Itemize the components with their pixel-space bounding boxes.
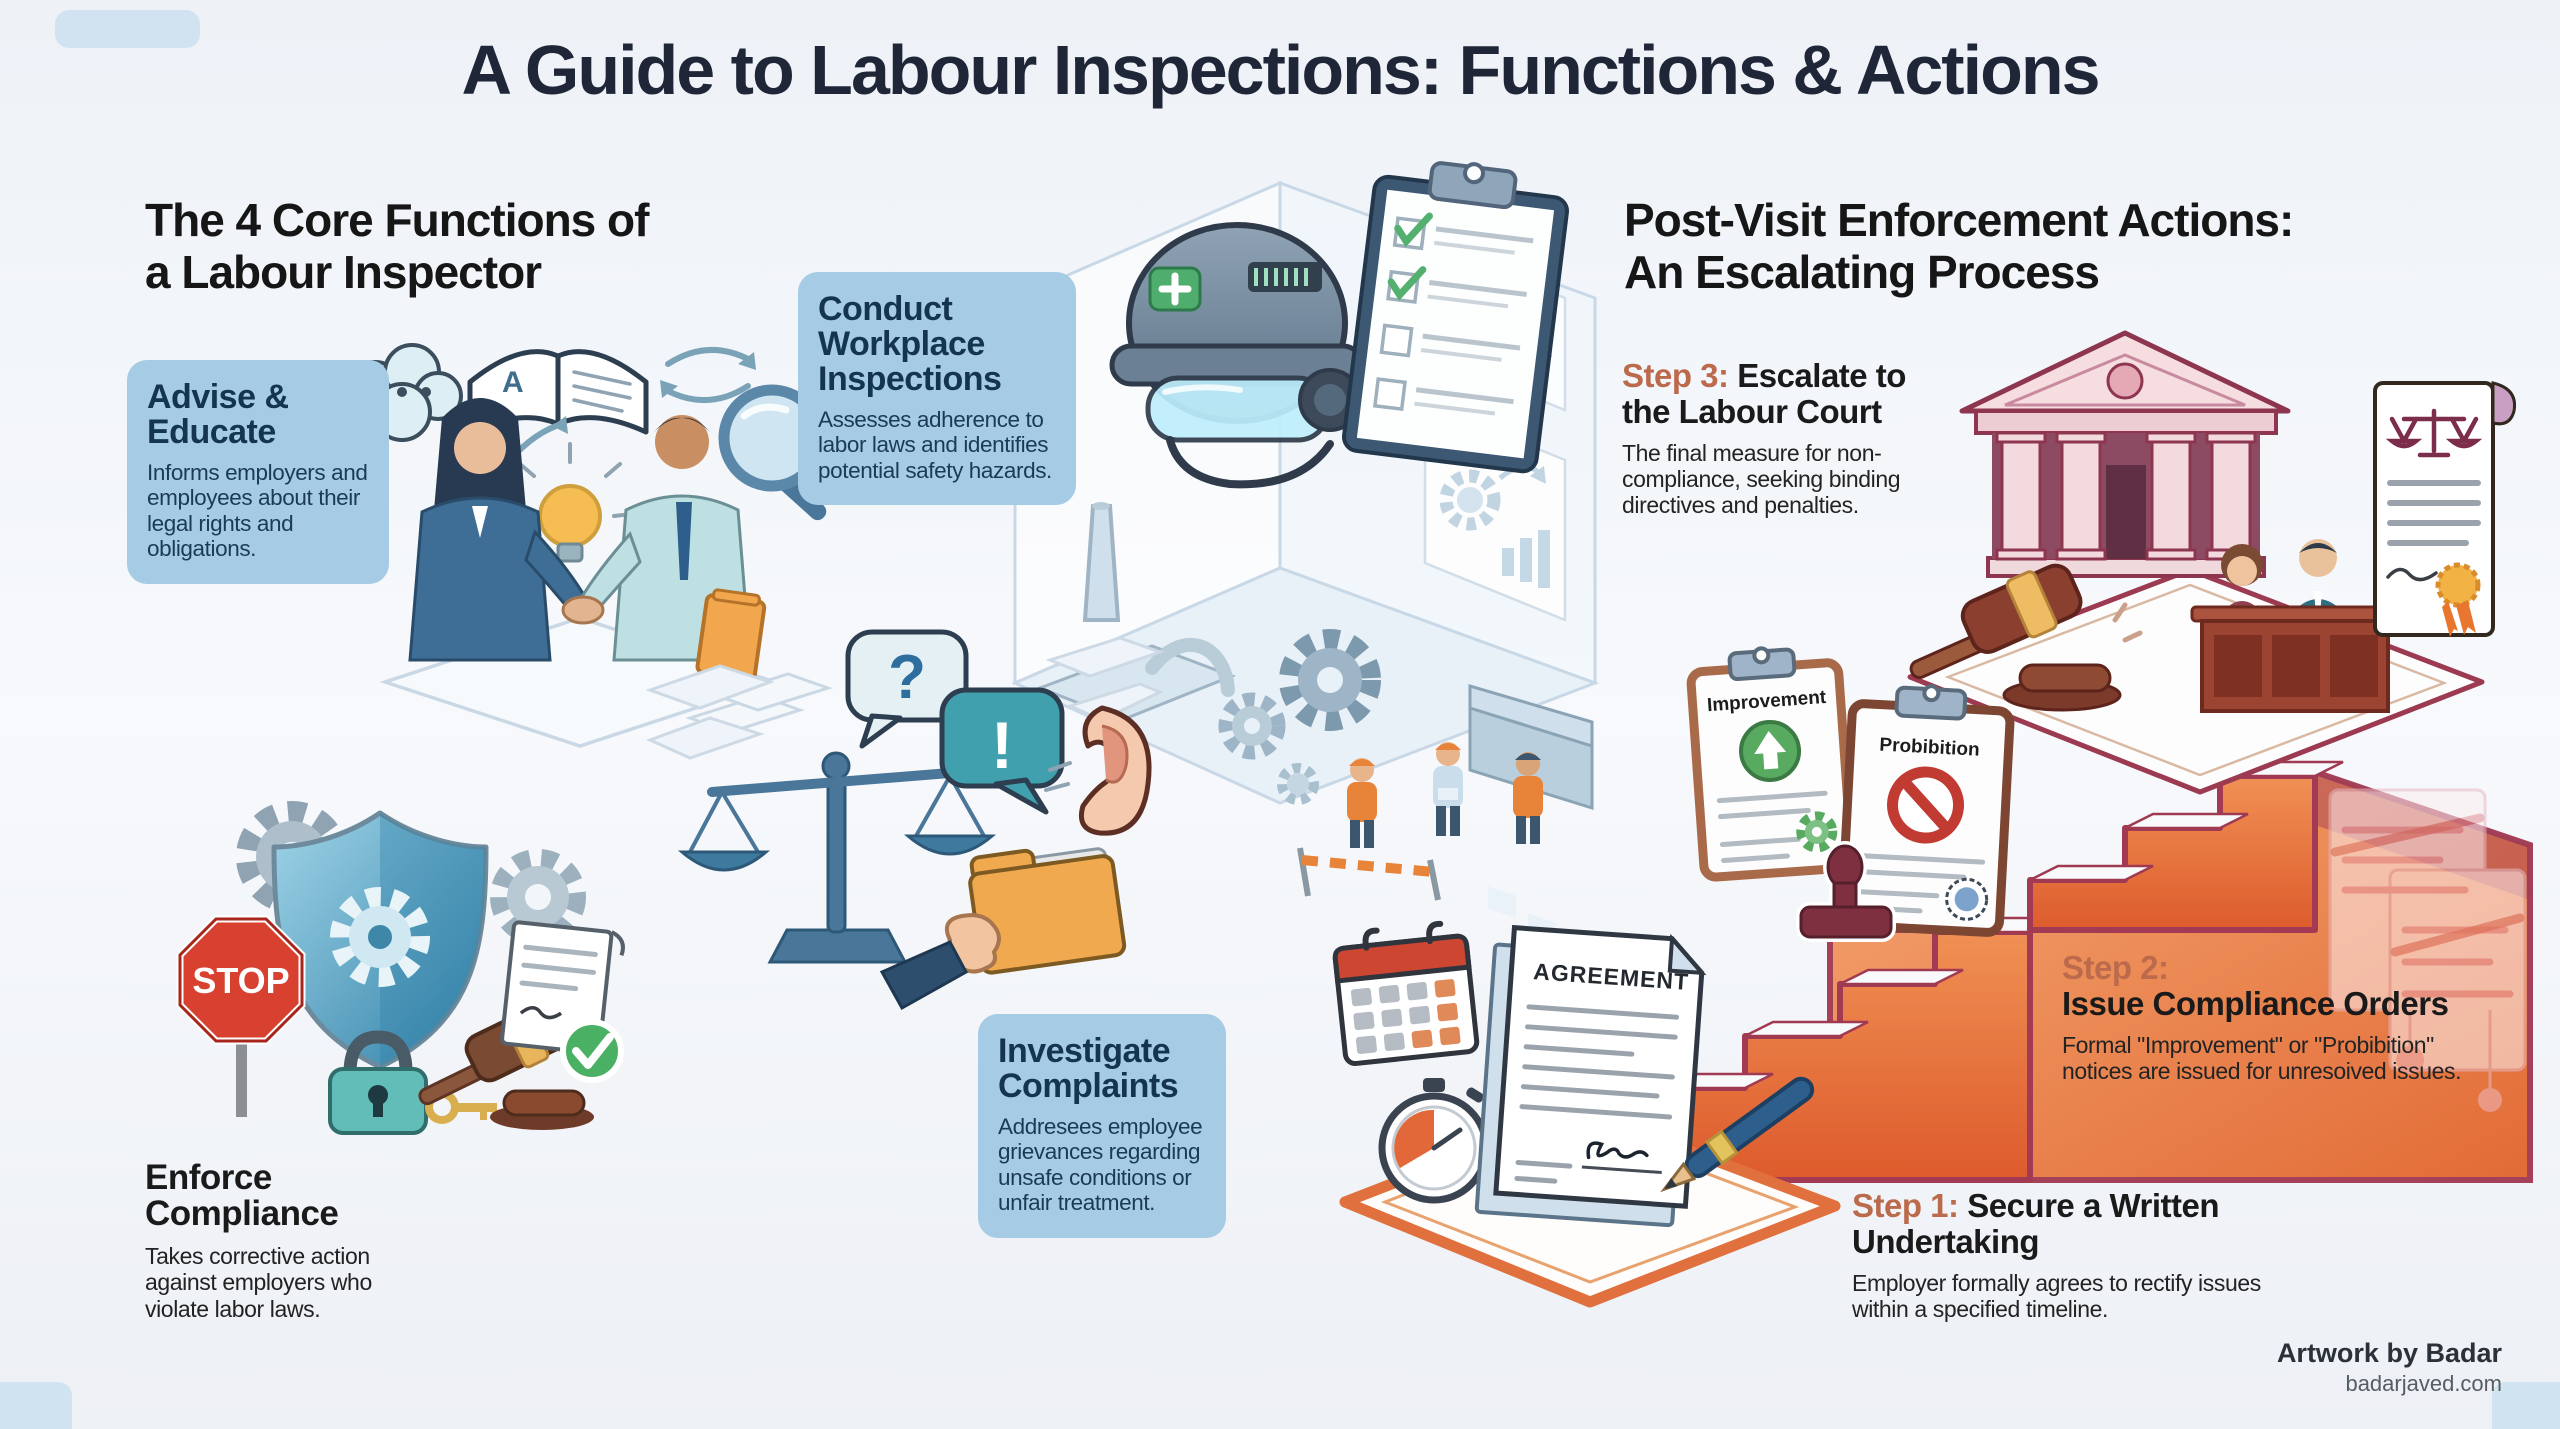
- shield-icon: [271, 810, 489, 1070]
- scales-of-justice-icon: [677, 751, 997, 964]
- machine-gears: [1218, 629, 1381, 805]
- function-card-enforce-compliance: Enforce Compliance Takes corrective acti…: [145, 1158, 435, 1322]
- step-title: Escalate to the Labour Court: [1622, 357, 1906, 431]
- step-title: Issue Compliance Orders: [2062, 985, 2449, 1023]
- rubber-stamp-icon: [1796, 841, 1896, 942]
- right-heading-line1: Post-Visit Enforcement Actions:: [1624, 194, 2294, 246]
- staircase-upper-flight: [2027, 760, 2344, 935]
- worker-3: [1513, 752, 1543, 844]
- ear-icon: [1044, 705, 1152, 836]
- exclamation-bubble-icon: !: [939, 687, 1065, 815]
- hand-with-folder-icon: [879, 847, 1127, 1011]
- step-heading: Step 1: Secure a Written Undertaking: [1852, 1187, 2262, 1261]
- book-letter: A: [502, 366, 524, 399]
- enforce-compliance-scene-illustration: STOP: [176, 801, 625, 1135]
- question-bubble-icon: ?: [845, 629, 969, 749]
- improvement-notice-clipboard: Improvement: [1686, 646, 1857, 882]
- judge-bench-icon: [2190, 539, 2400, 713]
- corner-decoration-bottom-left: [0, 1382, 72, 1429]
- woman-figure: [408, 398, 590, 662]
- step-3-block: Step 3: Escalate to the Labour Court The…: [1622, 357, 1932, 519]
- safety-barrier: [1297, 847, 1441, 901]
- safety-helmet-icon: [1109, 222, 1365, 489]
- scales-glyph: [2385, 408, 2483, 458]
- written-undertaking-scene-illustration: AGREEMENT: [1332, 920, 1841, 1308]
- function-card-advise-educate: Advise & Educate Informs employers and e…: [127, 360, 389, 584]
- prohibition-sign-icon: [1887, 766, 1965, 844]
- factory-workers: [1347, 742, 1543, 848]
- step-2-block: Step 2: Issue Compliance Orders Formal "…: [2062, 949, 2462, 1085]
- function-title: Advise & Educate: [147, 378, 289, 452]
- blue-seal-icon: [1945, 877, 1989, 921]
- function-title: Enforce Compliance: [145, 1158, 339, 1234]
- step-label: Step 3:: [1622, 357, 1729, 394]
- prohibition-notice-clipboard: Probibition: [1837, 684, 2015, 937]
- inspection-checklist-clipboard: [1341, 161, 1569, 474]
- worker-1: [1347, 758, 1377, 848]
- function-title: Investigate Complaints: [998, 1032, 1179, 1106]
- step-label: Step 1:: [1852, 1187, 1959, 1224]
- corner-decoration-top-left: [55, 10, 200, 48]
- stopwatch-icon: [1378, 1078, 1490, 1204]
- agreement-document-icon: AGREEMENT: [1474, 924, 1707, 1228]
- function-card-conduct-inspections: Conduct Workplace Inspections Assesses a…: [798, 272, 1076, 506]
- prohibition-label: Probibition: [1879, 735, 1980, 761]
- legal-scroll-icon: [2373, 381, 2517, 637]
- left-heading-line2: a Labour Inspector: [145, 245, 542, 298]
- step-heading: Step 3: Escalate to the Labour Court: [1622, 357, 1932, 431]
- function-description: Informs employers and employees about th…: [147, 460, 368, 562]
- stop-sign-label: STOP: [192, 960, 289, 1001]
- ghost-documents: [2328, 788, 2527, 1112]
- function-title: Conduct Workplace Inspections: [818, 290, 1002, 399]
- step-label: Step 2:: [2062, 949, 2169, 986]
- stop-sign-icon: STOP: [176, 915, 306, 1117]
- investigate-complaints-scene-illustration: ? !: [645, 629, 1165, 1011]
- pen-icon: [1660, 1076, 1815, 1193]
- function-card-investigate-complaints: Investigate Complaints Addresees employe…: [978, 1014, 1226, 1238]
- compliance-notices-illustration: Improvement Probibition: [1686, 646, 2015, 942]
- white-steps-left: [645, 664, 775, 760]
- step-description: The final measure for non-compliance, se…: [1622, 439, 1901, 519]
- right-heading-line2: An Escalating Process: [1624, 245, 2100, 298]
- left-heading-line1: The 4 Core Functions of: [145, 194, 649, 246]
- function-description: Takes corrective action against employer…: [145, 1242, 372, 1322]
- step-heading: Step 2: Issue Compliance Orders: [2062, 949, 2462, 1023]
- step-description: Employer formally agrees to rectify issu…: [1852, 1269, 2261, 1323]
- function-description: Assesses adherence to labor laws and ide…: [818, 407, 1052, 483]
- courthouse-icon: [1959, 330, 2291, 578]
- credit-website: badarjaved.com: [2345, 1371, 2502, 1396]
- green-gear-icon: [1796, 811, 1838, 853]
- credit-author: Artwork by Badar: [2276, 1338, 2502, 1368]
- court-gavel-icon: [1909, 563, 2143, 712]
- workplace-inspection-scene-illustration: [1011, 161, 1600, 945]
- green-check-icon: [560, 1019, 624, 1083]
- escalating-staircase-illustration: [1647, 760, 2533, 1183]
- left-section-heading: The 4 Core Functions of a Labour Inspect…: [145, 194, 765, 299]
- function-description: Addresees employee grievances regarding …: [998, 1114, 1203, 1216]
- artwork-credit: Artwork by Badar badarjaved.com: [2277, 1338, 2502, 1397]
- man-figure: [578, 415, 767, 682]
- question-glyph: ?: [888, 643, 926, 712]
- corner-decoration-bottom-right: [2492, 1382, 2560, 1429]
- exchange-arrows-icon: [507, 347, 756, 463]
- labour-court-scene-illustration: [1907, 330, 2517, 795]
- exclamation-glyph: !: [991, 708, 1013, 782]
- right-section-heading: Post-Visit Enforcement Actions: An Escal…: [1624, 194, 2384, 299]
- step-description: Formal "Improvement" or "Probibition" no…: [2062, 1031, 2462, 1085]
- page-title: A Guide to Labour Inspections: Functions…: [461, 31, 2100, 109]
- calendar-icon: [1332, 920, 1480, 1066]
- step-1-block: Step 1: Secure a Written Undertaking Emp…: [1852, 1187, 2262, 1323]
- step-title: Secure a Written Undertaking: [1852, 1187, 2220, 1261]
- worker-2: [1433, 742, 1463, 836]
